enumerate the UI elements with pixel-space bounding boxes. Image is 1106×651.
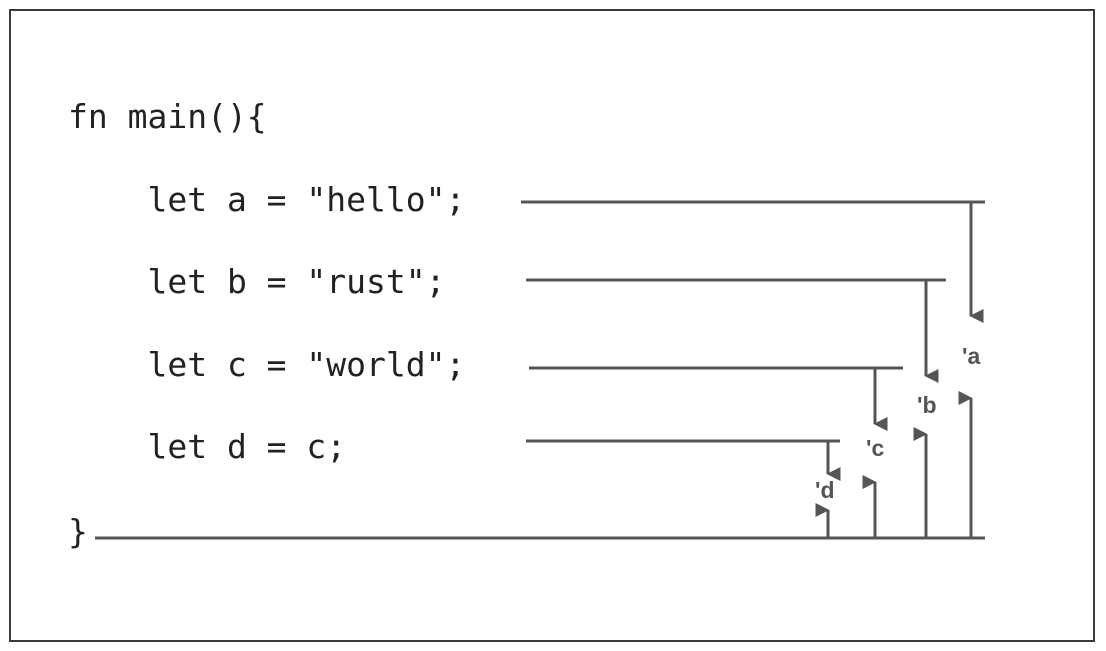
code-line-let-c: let c = "world"; — [68, 345, 466, 384]
code-line-fn-main: fn main(){ — [68, 97, 267, 136]
code-line-close-brace: } — [68, 512, 88, 551]
code-line-let-b: let b = "rust"; — [68, 262, 446, 301]
lifetime-label-a: 'a — [962, 343, 980, 369]
code-line-let-a: let a = "hello"; — [68, 180, 466, 219]
lifetime-label-b: 'b — [917, 392, 937, 418]
lifetime-label-d: 'd — [815, 477, 835, 503]
lifetime-label-c: 'c — [866, 435, 884, 461]
code-line-let-d: let d = c; — [68, 427, 347, 466]
